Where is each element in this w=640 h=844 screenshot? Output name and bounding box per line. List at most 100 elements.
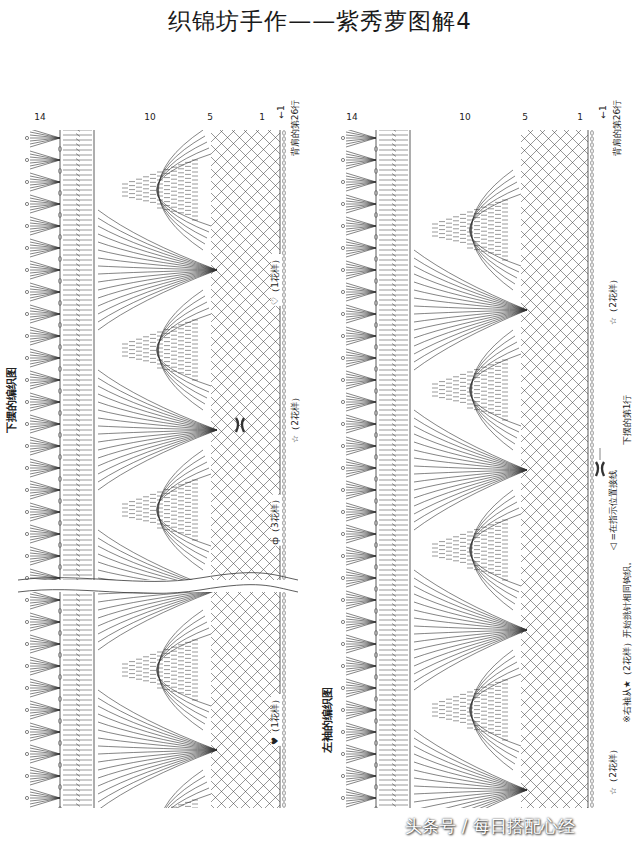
- chain-stitch: [136, 355, 142, 356]
- fan-stitch: [30, 138, 60, 144]
- chain-stitch: [178, 508, 184, 509]
- dc-bar: [392, 179, 396, 182]
- chain-stitch: [150, 198, 156, 199]
- foundation-chain: [283, 725, 286, 730]
- fan-stitch: [346, 600, 376, 609]
- picot: [25, 224, 28, 227]
- fan-stitch: [30, 459, 60, 468]
- fan-stitch: [346, 468, 376, 477]
- pineapple-edge: [472, 170, 514, 290]
- foundation-chain: [283, 407, 286, 412]
- dc-bar: [392, 739, 396, 742]
- foundation-chain: [283, 485, 286, 490]
- dc-bar: [392, 269, 396, 272]
- chain-stitch: [136, 199, 142, 200]
- foundation-chain: [283, 341, 286, 346]
- dc-stitch: [379, 230, 408, 231]
- dc-bar: [76, 634, 80, 637]
- fan-arc: [98, 242, 217, 270]
- dc-stitch: [379, 735, 408, 736]
- fan-stitch: [346, 198, 376, 204]
- fan-stitch: [346, 220, 376, 226]
- chain-stitch: [129, 341, 135, 342]
- chain-stitch: [488, 224, 494, 225]
- dc-stitch: [379, 475, 408, 476]
- chain-stitch: [460, 214, 466, 215]
- dc-stitch: [63, 635, 92, 636]
- fan-stitch: [346, 239, 376, 248]
- fan-stitch: [30, 396, 60, 402]
- chain-stitch: [453, 228, 459, 229]
- chain-stitch: [481, 223, 487, 224]
- chain-stitch: [164, 197, 170, 198]
- dc-stitch: [63, 165, 92, 166]
- chain-stitch: [122, 504, 128, 505]
- chain-stitch: [122, 344, 128, 345]
- fan-stitch: [30, 657, 60, 666]
- chain-stitch: [164, 177, 170, 178]
- dc-bar: [76, 564, 80, 567]
- foundation-chain: [283, 179, 286, 184]
- dc-bar: [76, 509, 80, 512]
- chain: [375, 499, 378, 504]
- chain-stitch: [178, 672, 184, 673]
- chain-stitch: [502, 220, 508, 221]
- fan-stitch: [30, 292, 60, 298]
- fan-arc: [98, 714, 217, 750]
- dc-stitch: [379, 470, 408, 471]
- dc-bar: [76, 644, 80, 647]
- dc-stitch: [63, 520, 92, 521]
- fan-stitch: [30, 173, 60, 182]
- chain-stitch: [178, 504, 184, 505]
- fan-stitch: [346, 776, 376, 782]
- foundation-chain: [283, 557, 286, 562]
- chain-stitch: [192, 496, 198, 497]
- dc-bar: [392, 404, 396, 407]
- picot: [25, 466, 28, 469]
- dc-bar: [76, 299, 80, 302]
- chain-stitch: [178, 492, 184, 493]
- foundation-chain: [283, 149, 286, 154]
- dc-stitch: [379, 165, 408, 166]
- fan-stitch: [30, 490, 60, 499]
- dc-bar: [392, 789, 396, 792]
- dc-bar: [392, 524, 396, 527]
- picot: [341, 444, 344, 447]
- chain-stitch: [185, 170, 191, 171]
- chain-stitch: [164, 517, 170, 518]
- chain-stitch: [481, 239, 487, 240]
- fan-stitch: [30, 798, 60, 804]
- foundation-chain: [283, 275, 286, 280]
- fan-stitch: [30, 446, 60, 452]
- chain-stitch: [143, 336, 149, 337]
- picot: [25, 554, 28, 557]
- dc-stitch: [63, 250, 92, 251]
- fan-stitch: [30, 481, 60, 490]
- chain-stitch: [192, 516, 198, 517]
- chain-stitch: [185, 186, 191, 187]
- chain-stitch: [495, 226, 501, 227]
- chain-stitch: [192, 328, 198, 329]
- chain-stitch: [495, 214, 501, 215]
- chain-stitch: [192, 644, 198, 645]
- dc-stitch: [63, 130, 92, 131]
- dc-bar: [392, 599, 396, 602]
- chain-stitch: [192, 688, 198, 689]
- chain-stitch: [150, 666, 156, 667]
- chain-stitch: [178, 356, 184, 357]
- picot: [341, 378, 344, 381]
- fan-stitch: [346, 503, 376, 512]
- picot: [25, 708, 28, 711]
- dc-stitch: [63, 700, 92, 701]
- dc-stitch: [63, 640, 92, 641]
- chain: [59, 675, 62, 680]
- dc-bar: [76, 729, 80, 732]
- dc-stitch: [63, 775, 92, 776]
- dc-stitch: [379, 260, 408, 261]
- dc-bar: [392, 729, 396, 732]
- fan-stitch: [346, 594, 376, 600]
- fan-stitch: [30, 572, 60, 578]
- fan-stitch: [346, 424, 376, 433]
- dc-stitch: [379, 320, 408, 321]
- dc-bar: [76, 599, 80, 602]
